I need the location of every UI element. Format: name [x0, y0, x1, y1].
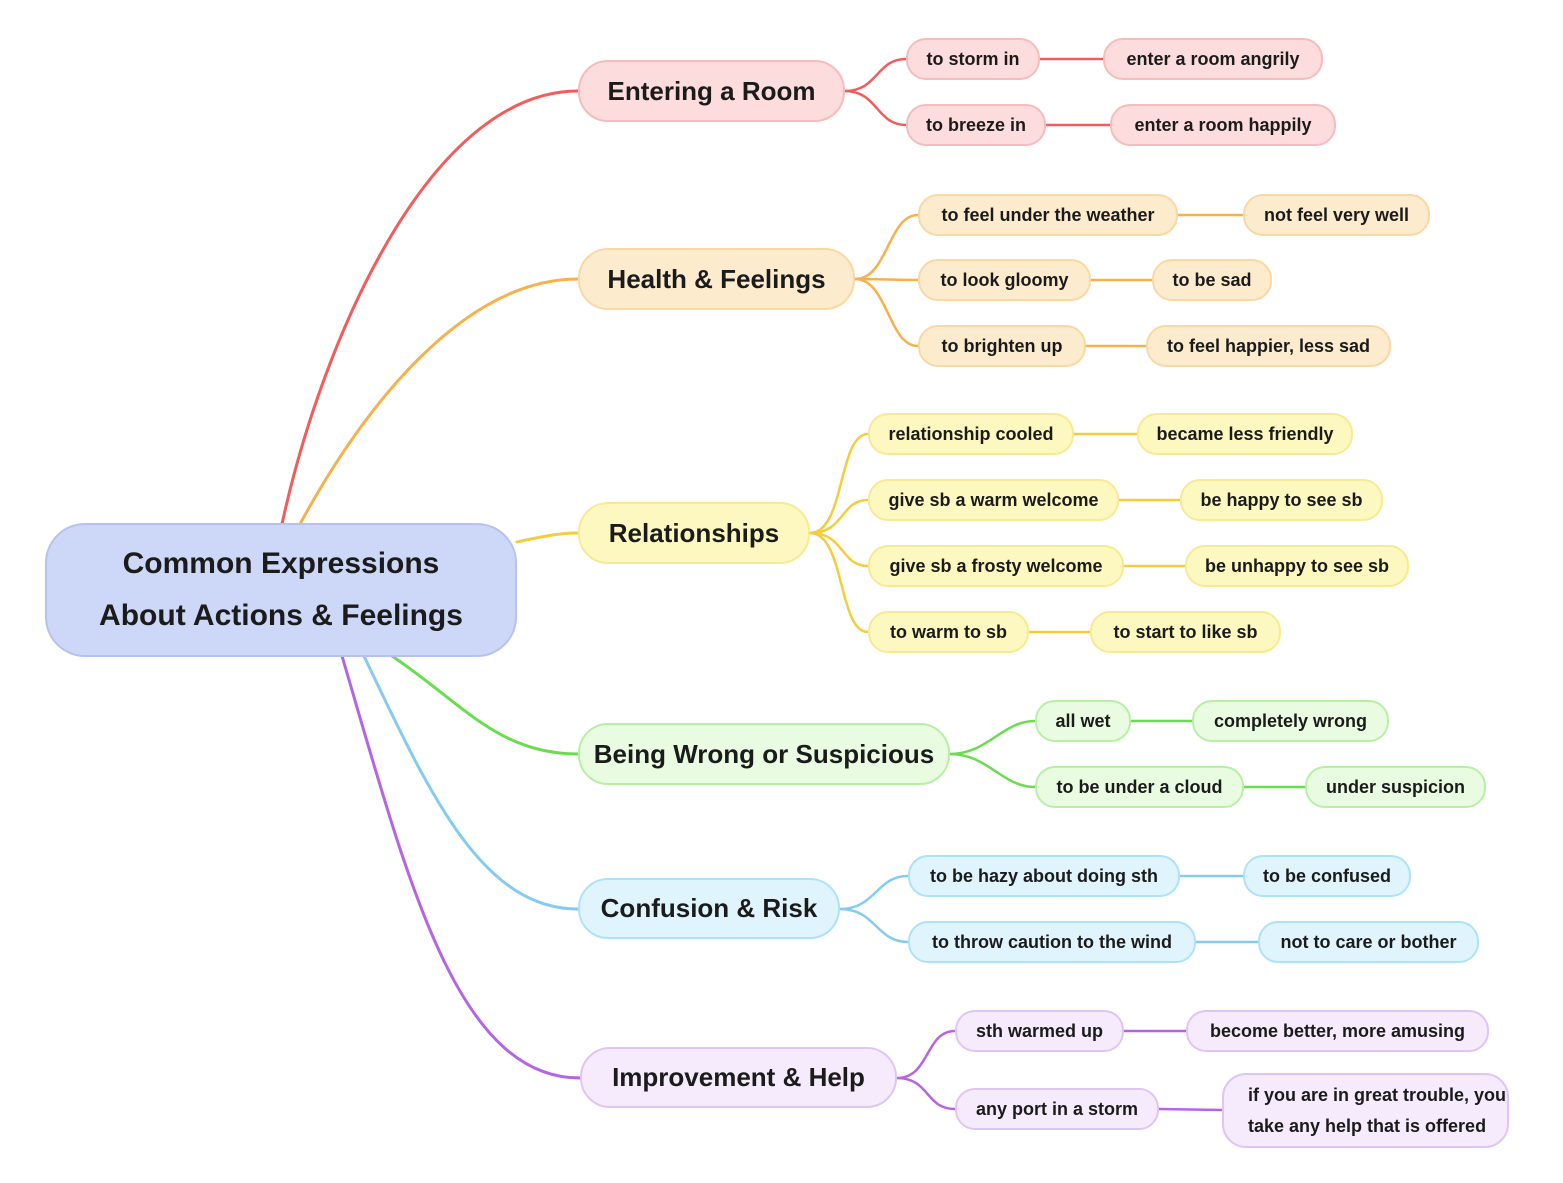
term-feel-under-the-weather[interactable]: to feel under the weather — [918, 194, 1178, 236]
term-to-look-gloomy[interactable]: to look gloomy — [918, 259, 1091, 301]
definition-enter-a-room-angrily[interactable]: enter a room angrily — [1103, 38, 1323, 80]
definition-not-feel-very-well[interactable]: not feel very well — [1243, 194, 1430, 236]
term-give-sb-a-frosty-welcome[interactable]: give sb a frosty welcome — [868, 545, 1124, 587]
link-central-improvement-help — [340, 654, 582, 1080]
link-term-all-wet — [948, 719, 1037, 756]
link-term-warm-welcome — [808, 498, 870, 535]
term-give-sb-a-warm-welcome[interactable]: give sb a warm welcome — [868, 479, 1119, 521]
term-to-be-under-a-cloud[interactable]: to be under a cloud — [1035, 766, 1244, 808]
term-to-warm-to-sb[interactable]: to warm to sb — [868, 611, 1029, 653]
term-relationship-cooled[interactable]: relationship cooled — [868, 413, 1074, 455]
definition-line-2: take any help that is offered — [1248, 1115, 1487, 1136]
branch-being-wrong-links — [390, 654, 1307, 789]
term-to-brighten-up[interactable]: to brighten up — [918, 325, 1086, 367]
branch-improvement-help[interactable]: Improvement & Help — [580, 1047, 897, 1108]
central-title-line2: About Actions & Feelings — [99, 599, 463, 632]
definition-enter-a-room-happily[interactable]: enter a room happily — [1110, 104, 1336, 146]
link-central-being-wrong — [390, 654, 580, 756]
link-central-entering-a-room — [280, 89, 580, 526]
definition-completely-wrong[interactable]: completely wrong — [1192, 700, 1389, 742]
link-term-under-a-cloud — [948, 752, 1037, 789]
term-hazy-about-doing-sth[interactable]: to be hazy about doing sth — [908, 855, 1180, 897]
definition-any-port-in-a-storm[interactable]: if you are in great trouble, you take an… — [1222, 1073, 1509, 1148]
link-central-relationships — [515, 531, 580, 544]
definition-to-be-confused[interactable]: to be confused — [1243, 855, 1411, 897]
branch-relationships-links — [515, 432, 1187, 634]
term-sth-warmed-up[interactable]: sth warmed up — [955, 1010, 1124, 1052]
definition-not-to-care-or-bother[interactable]: not to care or bother — [1258, 921, 1479, 963]
definition-to-be-sad[interactable]: to be sad — [1152, 259, 1272, 301]
definition-under-suspicion[interactable]: under suspicion — [1305, 766, 1486, 808]
branch-relationships[interactable]: Relationships — [578, 502, 810, 564]
definition-became-less-friendly[interactable]: became less friendly — [1137, 413, 1353, 455]
link-term-relationship-cooled — [808, 432, 870, 535]
link-term-warm-to-sb — [808, 531, 870, 634]
link-term-throw-caution — [838, 907, 910, 944]
branch-confusion-risk[interactable]: Confusion & Risk — [578, 878, 840, 939]
term-to-storm-in[interactable]: to storm in — [906, 38, 1040, 80]
link-central-confusion-risk — [362, 654, 580, 911]
link-term-warmed-up — [895, 1029, 957, 1080]
branch-improvement-help-links — [340, 654, 1224, 1112]
definition-become-better-more-amusing[interactable]: become better, more amusing — [1186, 1010, 1489, 1052]
branch-health-feelings-links — [298, 213, 1245, 526]
branch-confusion-risk-links — [362, 654, 1260, 944]
link-term-breeze-in — [843, 89, 908, 127]
definition-be-unhappy-to-see-sb[interactable]: be unhappy to see sb — [1185, 545, 1409, 587]
definition-feel-happier-less-sad[interactable]: to feel happier, less sad — [1146, 325, 1391, 367]
branch-health-feelings[interactable]: Health & Feelings — [578, 248, 855, 310]
central-node[interactable]: Common Expressions About Actions & Feeli… — [45, 523, 517, 657]
link-central-health-feelings — [298, 277, 580, 526]
definition-be-happy-to-see-sb[interactable]: be happy to see sb — [1180, 479, 1383, 521]
link-term-storm-in — [843, 57, 908, 93]
definition-line-1: if you are in great trouble, you — [1248, 1084, 1507, 1105]
central-title-line1: Common Expressions — [122, 547, 440, 580]
term-to-breeze-in[interactable]: to breeze in — [906, 104, 1046, 146]
term-throw-caution-to-the-wind[interactable]: to throw caution to the wind — [908, 921, 1196, 963]
link-term-any-port — [895, 1076, 957, 1111]
branch-entering-a-room-links — [280, 57, 1112, 526]
branch-entering-a-room[interactable]: Entering a Room — [578, 60, 845, 122]
definition-to-start-to-like-sb[interactable]: to start to like sb — [1090, 611, 1281, 653]
link-term-hazy — [838, 874, 910, 911]
link-term-under-the-weather — [853, 213, 920, 281]
term-any-port-in-a-storm[interactable]: any port in a storm — [955, 1088, 1159, 1130]
term-all-wet[interactable]: all wet — [1035, 700, 1131, 742]
branch-being-wrong-or-suspicious[interactable]: Being Wrong or Suspicious — [578, 723, 950, 785]
link-def-any-port — [1157, 1107, 1224, 1112]
link-term-frosty-welcome — [808, 531, 870, 568]
link-term-brighten-up — [853, 277, 920, 348]
